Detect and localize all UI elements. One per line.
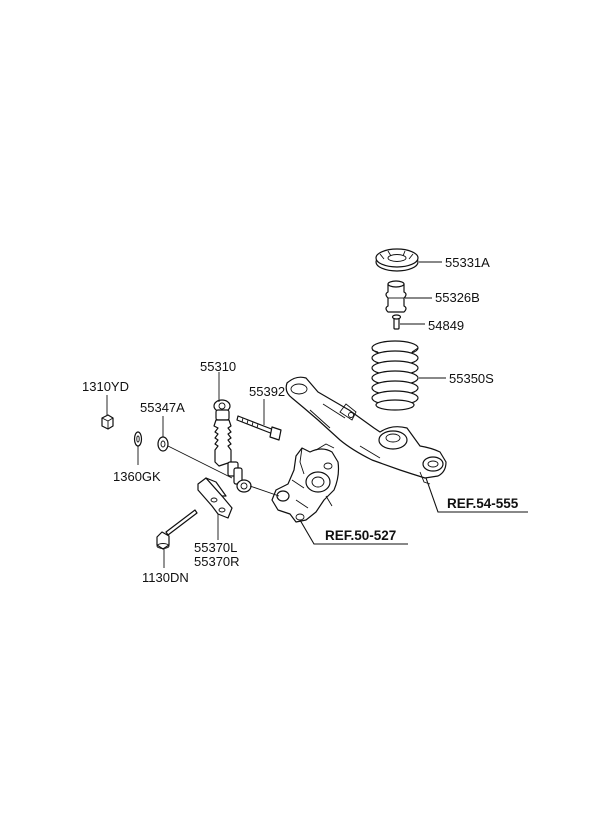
nut-1310YD-drawing: [101, 414, 114, 430]
flange-bolt-1130DN-drawing: [156, 509, 198, 550]
part-label-55392: 55392: [249, 384, 285, 399]
coil-spring-drawing: [371, 340, 419, 411]
part-label-55347A: 55347A: [140, 400, 185, 415]
part-label-55370R: 55370R: [194, 554, 240, 569]
bushing-55347A-drawing: [157, 436, 169, 452]
part-label-1310YD: 1310YD: [82, 379, 129, 394]
washer-1360GK-drawing: [133, 431, 143, 447]
ref-leader-lower-arm: [425, 477, 528, 513]
part-label-1130DN: 1130DN: [142, 570, 189, 585]
bracket-55370-drawing: [197, 477, 233, 519]
ref-label-knuckle: REF.50-527: [325, 528, 396, 543]
part-label-55310: 55310: [200, 359, 236, 374]
assembly-line-knuckle: [249, 485, 280, 497]
clip-54849-drawing: [391, 314, 402, 330]
knuckle-drawing: [271, 443, 340, 523]
lower-arm-drawing: [285, 376, 447, 485]
part-label-55350S: 55350S: [449, 371, 494, 386]
part-label-54849: 54849: [428, 318, 464, 333]
assembly-line-55347A: [167, 445, 233, 479]
ref-label-lower-arm: REF.54-555: [447, 496, 519, 511]
ref-leader-knuckle: [299, 519, 408, 545]
long-bolt-55392-drawing: [236, 415, 282, 441]
part-label-55370L: 55370L: [194, 540, 237, 555]
part-label-55326B: 55326B: [435, 290, 480, 305]
spring-upper-seat-drawing: [375, 248, 419, 272]
part-label-55331A: 55331A: [445, 255, 490, 270]
bump-stopper-drawing: [385, 280, 407, 313]
shock-absorber-drawing: [213, 399, 252, 493]
part-label-1360GK: 1360GK: [113, 469, 161, 484]
